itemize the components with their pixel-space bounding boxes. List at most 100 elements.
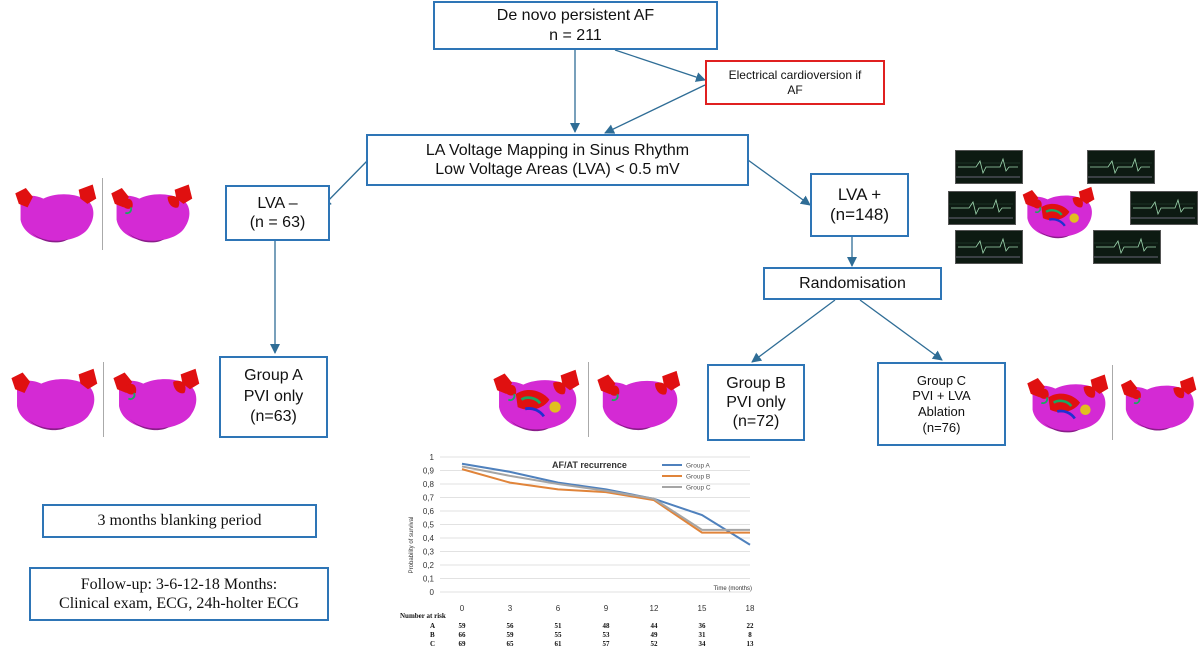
ecg-trace <box>1094 237 1158 258</box>
risk-count: 66 <box>458 631 466 639</box>
la-voltage-map-icon <box>597 370 681 431</box>
ecg-trace <box>956 157 1020 178</box>
ecg-tracing-icon <box>955 150 1023 184</box>
group-a-box: Group A PVI only (n=63) <box>219 356 328 438</box>
series-line <box>461 462 751 546</box>
group-a-treatment: PVI only <box>243 387 304 405</box>
risk-count: 22 <box>746 622 754 630</box>
group-c-ablation: Ablation <box>918 404 965 419</box>
group-b-title: Group B <box>726 374 786 392</box>
y-tick-label: 0,5 <box>423 521 435 530</box>
de-novo-count: n = 211 <box>549 26 602 44</box>
ecg-tracing-icon <box>1130 191 1198 225</box>
risk-count: 61 <box>554 640 562 648</box>
de-novo-title: De novo persistent AF <box>496 7 655 25</box>
risk-count: 44 <box>650 622 658 630</box>
electrical-cardioversion-box: Electrical cardioversion if AF <box>705 60 885 105</box>
follow-up-box: Follow-up: 3-6-12-18 Months: Clinical ex… <box>29 567 329 621</box>
risk-count: 57 <box>602 640 610 648</box>
number-at-risk-title: Number at risk <box>400 612 446 620</box>
ecg-tracing-icon <box>955 230 1023 264</box>
y-tick-label: 0,7 <box>423 494 435 503</box>
lva-minus-label: LVA – <box>257 194 298 212</box>
group-c-box: Group C PVI + LVA Ablation (n=76) <box>877 362 1006 446</box>
la-voltage-map-icon <box>111 184 193 243</box>
group-a-title: Group A <box>244 366 303 384</box>
x-tick-label: 15 <box>698 604 707 613</box>
ecg-trace <box>949 198 1013 219</box>
lva-minus-box: LVA – (n = 63) <box>225 185 330 241</box>
x-tick-label: 3 <box>508 604 513 613</box>
arrow-top-to-cardioversion <box>614 49 706 82</box>
mapping-line2: Low Voltage Areas (LVA) < 0.5 mV <box>435 161 680 178</box>
x-tick-label: 18 <box>746 604 755 613</box>
arrow-randomisation-to-group-b <box>751 299 836 363</box>
x-tick-label: 6 <box>556 604 561 613</box>
risk-count: 13 <box>746 640 754 648</box>
image-divider <box>588 362 589 437</box>
la-voltage-map-icon <box>493 369 580 432</box>
group-b-treatment: PVI only <box>726 393 786 411</box>
y-tick-label: 0,4 <box>423 534 435 543</box>
risk-count: 65 <box>506 640 514 648</box>
y-tick-label: 0,9 <box>423 467 435 476</box>
risk-group-label: A <box>430 622 436 630</box>
arrow-mapping-to-lva-plus <box>747 159 811 206</box>
cardioversion-line2: AF <box>787 82 803 97</box>
group-a-count: (n=63) <box>250 408 297 426</box>
y-tick-label: 0,8 <box>423 480 435 489</box>
y-axis-label: Probability of survival <box>409 517 415 574</box>
group-c-count: (n=76) <box>922 419 961 435</box>
risk-count: 69 <box>458 640 466 648</box>
lva-plus-label: LVA + <box>837 184 882 204</box>
group-c-title: Group C <box>916 372 967 388</box>
la-voltage-map-icon <box>1022 186 1095 239</box>
risk-count: 51 <box>554 622 562 630</box>
series-line <box>461 468 750 534</box>
group-c-treatment: PVI + LVA <box>912 388 971 404</box>
risk-count: 48 <box>602 622 610 630</box>
legend-label: Group C <box>686 485 711 492</box>
image-divider <box>1112 365 1113 440</box>
y-tick-label: 0,2 <box>423 561 435 570</box>
la-voltage-map-icon <box>1120 376 1197 431</box>
la-voltage-map-icon <box>15 184 97 243</box>
y-tick-label: 1 <box>430 453 435 462</box>
la-voltage-mapping-box: LA Voltage Mapping in Sinus Rhythm Low V… <box>366 134 749 186</box>
arrow-cardioversion-to-mapping <box>604 84 706 134</box>
follow-up-exams: Clinical exam, ECG, 24h-holter ECG <box>59 595 299 612</box>
y-tick-label: 0 <box>430 588 435 597</box>
blanking-period-label: 3 months blanking period <box>97 512 262 530</box>
risk-count: 59 <box>506 631 514 639</box>
mapping-line1: LA Voltage Mapping in Sinus Rhythm <box>425 141 690 159</box>
risk-count: 53 <box>602 631 610 639</box>
risk-count: 8 <box>748 631 752 639</box>
series-line <box>461 465 750 531</box>
group-b-count: (n=72) <box>732 413 780 431</box>
risk-count: 52 <box>650 640 658 648</box>
risk-count: 31 <box>698 631 706 639</box>
y-tick-label: 0,6 <box>423 507 435 516</box>
ecg-tracing-icon <box>1093 230 1161 264</box>
ecg-tracing-icon <box>1087 150 1155 184</box>
lva-plus-box: LVA + (n=148) <box>810 173 909 237</box>
de-novo-persistent-af-box: De novo persistent AF n = 211 <box>433 1 718 50</box>
ecg-trace <box>1131 198 1195 219</box>
image-divider <box>102 178 103 250</box>
risk-count: 49 <box>650 631 658 639</box>
follow-up-schedule: Follow-up: 3-6-12-18 Months: <box>80 575 278 593</box>
group-b-box: Group B PVI only (n=72) <box>707 364 805 441</box>
x-axis-label: Time (months) <box>714 586 752 592</box>
legend-label: Group A <box>686 463 711 470</box>
legend-label: Group B <box>686 474 710 481</box>
ecg-tracing-icon <box>948 191 1016 225</box>
la-voltage-map-icon <box>113 368 200 431</box>
x-tick-label: 9 <box>604 604 609 613</box>
cardioversion-line1: Electrical cardioversion if <box>728 68 862 83</box>
risk-count: 56 <box>506 622 514 630</box>
x-tick-label: 0 <box>460 604 465 613</box>
image-divider <box>103 362 104 437</box>
ecg-trace <box>956 237 1020 258</box>
